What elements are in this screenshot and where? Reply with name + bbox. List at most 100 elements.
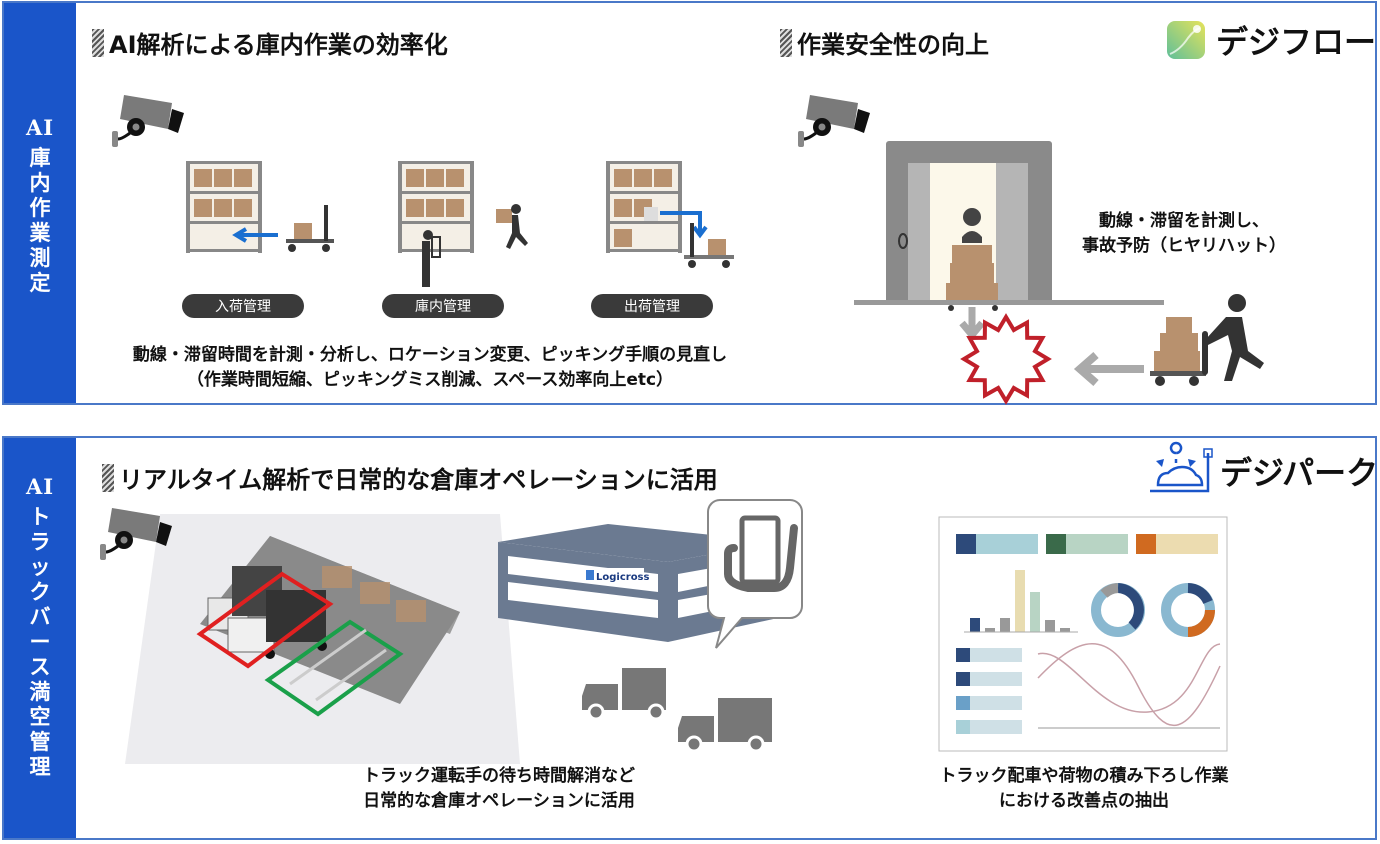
sidebar-char: ク xyxy=(29,580,51,604)
sidebar-char: 空 xyxy=(29,705,51,729)
logo-digipark: デジパーク xyxy=(1146,441,1378,494)
sidebar-prefix: AI xyxy=(25,474,55,499)
dashboard-bar xyxy=(1060,628,1070,632)
caption-safety: 動線・滞留を計測し、 事故予防（ヒヤリハット） xyxy=(1064,209,1304,259)
hatch-marker xyxy=(780,28,792,57)
sidebar-char: 作 xyxy=(29,196,51,220)
heading-realtime-text: リアルタイム解析で日常的な倉庫オペレーションに活用 xyxy=(119,466,718,494)
box xyxy=(214,199,232,217)
dashboard-bar xyxy=(1045,620,1055,632)
truck-icon xyxy=(582,668,666,721)
inbound-arrow xyxy=(232,227,278,243)
sidebar-char: ト xyxy=(29,505,51,529)
sidebar-label-truck-berth: AI トラックバース満空管理 xyxy=(4,438,76,838)
box xyxy=(426,169,444,187)
sidebar-label-warehouse-work: AI 庫内作業測定 xyxy=(4,3,76,403)
box xyxy=(214,169,232,187)
outbound-arrow xyxy=(660,211,708,239)
security-camera-icon xyxy=(798,95,870,147)
smartphone-icon xyxy=(739,515,781,585)
vacant-zone-green xyxy=(264,619,404,717)
sidebar-char: ッ xyxy=(29,555,51,579)
box xyxy=(614,169,632,187)
sidebar-vertical-text: トラックバース満空管理 xyxy=(30,505,51,780)
occupied-zone-red xyxy=(196,571,334,669)
dashboard-line-a xyxy=(1037,643,1221,727)
heading-safety-text: 作業安全性の向上 xyxy=(797,31,989,59)
box xyxy=(446,199,464,217)
dashboard-bar xyxy=(1000,618,1010,632)
analytics-dashboard-illustration xyxy=(938,516,1228,752)
dashboard-bar xyxy=(970,618,980,632)
truck-icon xyxy=(678,698,772,753)
shelf-unit xyxy=(186,161,262,253)
warehouse-shelves-illustration xyxy=(186,161,734,287)
caption-berth-line1: トラック運転手の待ち時間解消など xyxy=(363,766,635,786)
dashboard-bar xyxy=(985,628,995,632)
sidebar-char: ラ xyxy=(29,530,51,554)
sidebar-char: 内 xyxy=(29,171,51,195)
sidebar-char: 理 xyxy=(29,755,51,779)
hatch-marker xyxy=(92,28,104,57)
digiflow-logo-icon xyxy=(1167,21,1205,59)
heading-efficiency-text: AI解析による庫内作業の効率化 xyxy=(109,31,448,59)
hatch-marker xyxy=(102,463,114,492)
sidebar-char: 測 xyxy=(29,246,51,270)
label-inbound: 入荷管理 xyxy=(182,294,304,318)
down-arrow xyxy=(959,307,985,341)
label-in-warehouse: 庫内管理 xyxy=(382,294,504,318)
safety-scene-illustration xyxy=(854,141,1264,405)
panel-truck-berth: AI トラックバース満空管理 リアルタイム解析で日常的な倉庫オペレーションに活用… xyxy=(2,436,1378,840)
dashboard-bar xyxy=(1030,592,1040,632)
box xyxy=(426,199,444,217)
sidebar-char: ス xyxy=(29,655,51,679)
caption-dispatch: トラック配車や荷物の積み下ろし作業 における改善点の抽出 xyxy=(914,764,1254,814)
logicross-logo-icon xyxy=(586,570,594,580)
box xyxy=(446,169,464,187)
heading-safety: 作業安全性の向上 xyxy=(780,25,989,60)
collision-burst-icon xyxy=(960,313,1052,405)
warehouse-building-illustration: Logicross xyxy=(498,499,803,753)
digipark-logo-icon xyxy=(1150,441,1213,493)
heading-realtime: リアルタイム解析で日常的な倉庫オペレーションに活用 xyxy=(102,460,718,495)
dashboard-bar xyxy=(1015,570,1025,632)
box xyxy=(194,199,212,217)
caption-dispatch-line2: における改善点の抽出 xyxy=(999,791,1169,811)
dashboard-bar-chart xyxy=(970,570,1070,632)
truck-berth-illustration xyxy=(125,514,520,764)
box xyxy=(614,229,632,247)
box xyxy=(406,169,424,187)
sidebar-char: ー xyxy=(29,630,51,654)
caption-efficiency-line1: 動線・滞留時間を計測・分析し、ロケーション変更、ピッキング手順の見直し xyxy=(132,345,728,365)
sidebar-char: 定 xyxy=(29,271,51,295)
sidebar-char: バ xyxy=(29,605,51,629)
panel-warehouse-work: AI 庫内作業測定 AI解析による庫内作業の効率化 作業安全性の向上 デジフロー… xyxy=(2,1,1377,405)
sidebar-prefix: AI xyxy=(25,115,55,140)
box xyxy=(634,169,652,187)
elevator-button xyxy=(898,233,908,249)
sidebar-char: 満 xyxy=(29,680,51,704)
heading-efficiency: AI解析による庫内作業の効率化 xyxy=(92,25,448,60)
caption-efficiency-line2: （作業時間短縮、ピッキングミス削減、スペース効率向上etc） xyxy=(186,370,674,390)
caption-berth: トラック運転手の待ち時間解消など 日常的な倉庫オペレーションに活用 xyxy=(334,764,664,814)
shelf-unit xyxy=(398,161,474,253)
building-brand-text: Logicross xyxy=(596,572,650,583)
sidebar-vertical-text: 庫内作業測定 xyxy=(30,146,51,296)
box xyxy=(654,169,672,187)
caption-safety-line1: 動線・滞留を計測し、 xyxy=(1099,211,1269,231)
box xyxy=(614,199,632,217)
logo-digiflow-text: デジフロー xyxy=(1216,23,1377,61)
box xyxy=(234,199,252,217)
caption-dispatch-line1: トラック配車や荷物の積み下ろし作業 xyxy=(939,766,1229,786)
logo-digiflow: デジフロー xyxy=(1166,17,1376,63)
box xyxy=(406,199,424,217)
caption-safety-line2: 事故予防（ヒヤリハット） xyxy=(1082,236,1286,256)
sidebar-char: 管 xyxy=(29,730,51,754)
box xyxy=(234,169,252,187)
security-camera-icon xyxy=(112,95,184,147)
floor-line xyxy=(854,300,1164,305)
sidebar-char: 庫 xyxy=(29,146,51,170)
sidebar-char: 業 xyxy=(29,221,51,245)
label-outbound: 出荷管理 xyxy=(591,294,713,318)
box xyxy=(194,169,212,187)
